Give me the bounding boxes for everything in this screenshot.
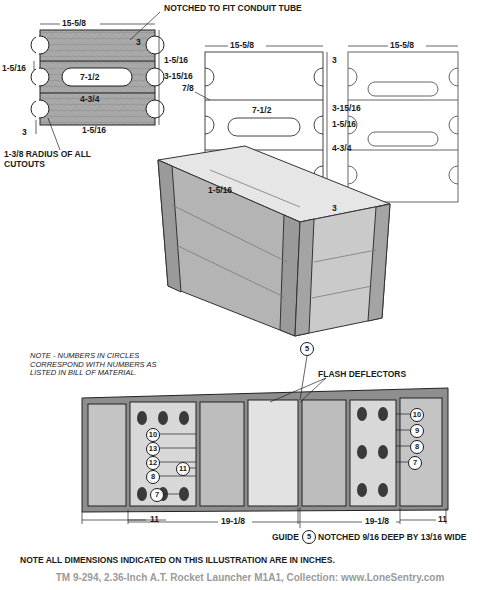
dimension-note: 1-3/8 RADIUS OF ALL CUTOUTS xyxy=(4,150,94,170)
dimension: 3 xyxy=(332,204,337,214)
dimension: 7-1/2 xyxy=(80,73,99,83)
callout-number: 10 xyxy=(410,408,424,422)
dimension: 4-3/4 xyxy=(80,95,99,105)
part-name: FLASH DEFLECTORS xyxy=(318,370,406,380)
callout-number: 12 xyxy=(146,456,160,470)
dimension: 19-1/8 xyxy=(365,517,389,527)
dimension: 11 xyxy=(438,515,447,525)
caption: TM 9-294, 2.36-Inch A.T. Rocket Launcher… xyxy=(0,572,500,584)
note: NOTE - NUMBERS IN CIRCLES CORRESPOND WIT… xyxy=(30,352,170,378)
dimension: 11 xyxy=(150,515,159,525)
part-note: NOTCHED 9/16 DEEP BY 13/16 WIDE xyxy=(318,533,468,543)
dimension: 19-1/8 xyxy=(221,517,245,527)
callout-number: 7 xyxy=(408,456,422,470)
dimension: 1-5/16 xyxy=(2,64,26,74)
dimension: 3 xyxy=(22,128,27,138)
dimension: 15-5/8 xyxy=(62,19,86,29)
callout-number: 9 xyxy=(410,424,424,438)
dimension: 1-5/16 xyxy=(164,56,188,66)
callout-number: 5 xyxy=(302,530,316,544)
dimension: 3-15/16 xyxy=(164,72,193,82)
callout-number: 10 xyxy=(146,428,160,442)
note: NOTE ALL DIMENSIONS INDICATED ON THIS IL… xyxy=(20,556,335,566)
part-note: NOTCHED TO FIT CONDUIT TUBE xyxy=(164,4,302,14)
dimension: 1-5/16 xyxy=(208,186,232,196)
dimension: 1-5/16 xyxy=(332,120,356,130)
dimension: 7-1/2 xyxy=(252,106,271,116)
callout-number: 8 xyxy=(410,440,424,454)
callout-number: 7 xyxy=(150,488,164,502)
dimension: 3-15/16 xyxy=(332,104,361,114)
dimension: 3 xyxy=(136,38,141,48)
callout-number: 11 xyxy=(176,462,190,476)
dimension: 4-3/4 xyxy=(332,144,351,154)
dimension: 15-5/8 xyxy=(230,41,254,51)
dimension: 15-5/8 xyxy=(390,41,414,51)
dimension: 1-5/16 xyxy=(82,126,106,136)
callout-number: 13 xyxy=(146,442,160,456)
callout-number: 8 xyxy=(146,470,160,484)
dimension: 7/8 xyxy=(182,84,194,94)
dimension: 3 xyxy=(332,56,337,66)
callout-number: 5 xyxy=(300,342,314,356)
part-note: GUIDE xyxy=(272,533,299,543)
